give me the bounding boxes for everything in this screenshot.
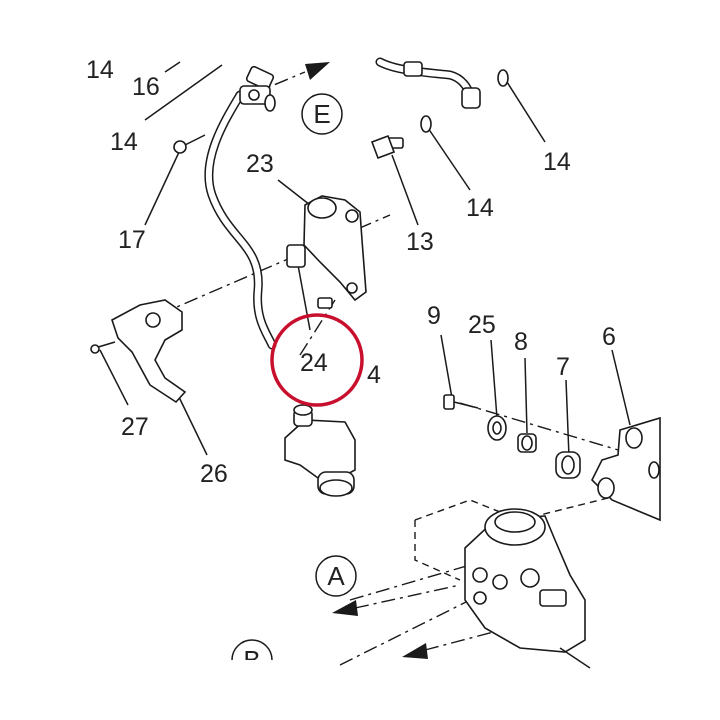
callout-b: B [231,639,273,675]
screw-17 [173,134,206,154]
label-9: 9 [427,302,441,330]
part-labels: 14 16 14 17 23 13 14 14 24 4 27 26 9 25 … [86,56,616,488]
label-6: 6 [602,323,616,351]
arrow-head-a [332,600,358,616]
abs-modulator-unit [464,508,591,669]
highlight-circle [270,313,364,407]
callout-e-text: E [313,99,330,129]
leader-lines [99,61,631,458]
label-24: 24 [300,349,328,377]
arrow-head-b [402,643,428,659]
arrow-head-e [305,62,330,80]
master-cylinder-24 [284,404,356,497]
label-13: 13 [406,228,434,256]
sleeve-8 [517,433,537,453]
label-14-top-left: 14 [86,56,114,84]
callout-b-text: B [243,645,260,675]
grommet-7 [555,451,581,479]
label-26: 26 [200,460,228,488]
hose-fitting-right [403,61,481,109]
label-14-left: 14 [110,128,138,156]
abs-bracket-6 [591,416,661,522]
label-16: 16 [132,73,160,101]
callout-e: E [301,93,343,135]
washer-14-left [264,94,276,112]
label-25: 25 [468,311,496,339]
label-23: 23 [246,150,274,178]
label-7: 7 [556,353,570,381]
master-cylinder-bracket-23 [286,195,367,309]
hose-fitting-16 [239,65,275,105]
banjo-bolt-13 [370,134,404,160]
label-17: 17 [118,226,146,254]
label-14-mid: 14 [466,194,494,222]
callout-a-text: A [327,561,345,591]
washer-14-mid [420,115,432,133]
washer-14-right [497,69,509,87]
label-27: 27 [121,413,149,441]
washer-25 [487,415,507,441]
label-8: 8 [514,328,528,356]
label-14-right: 14 [543,148,571,176]
bolt-9 [443,394,479,410]
callout-a: A [315,555,357,597]
brake-lever-26 [90,299,187,404]
label-4: 4 [367,361,381,389]
assembly-lines [134,214,641,666]
